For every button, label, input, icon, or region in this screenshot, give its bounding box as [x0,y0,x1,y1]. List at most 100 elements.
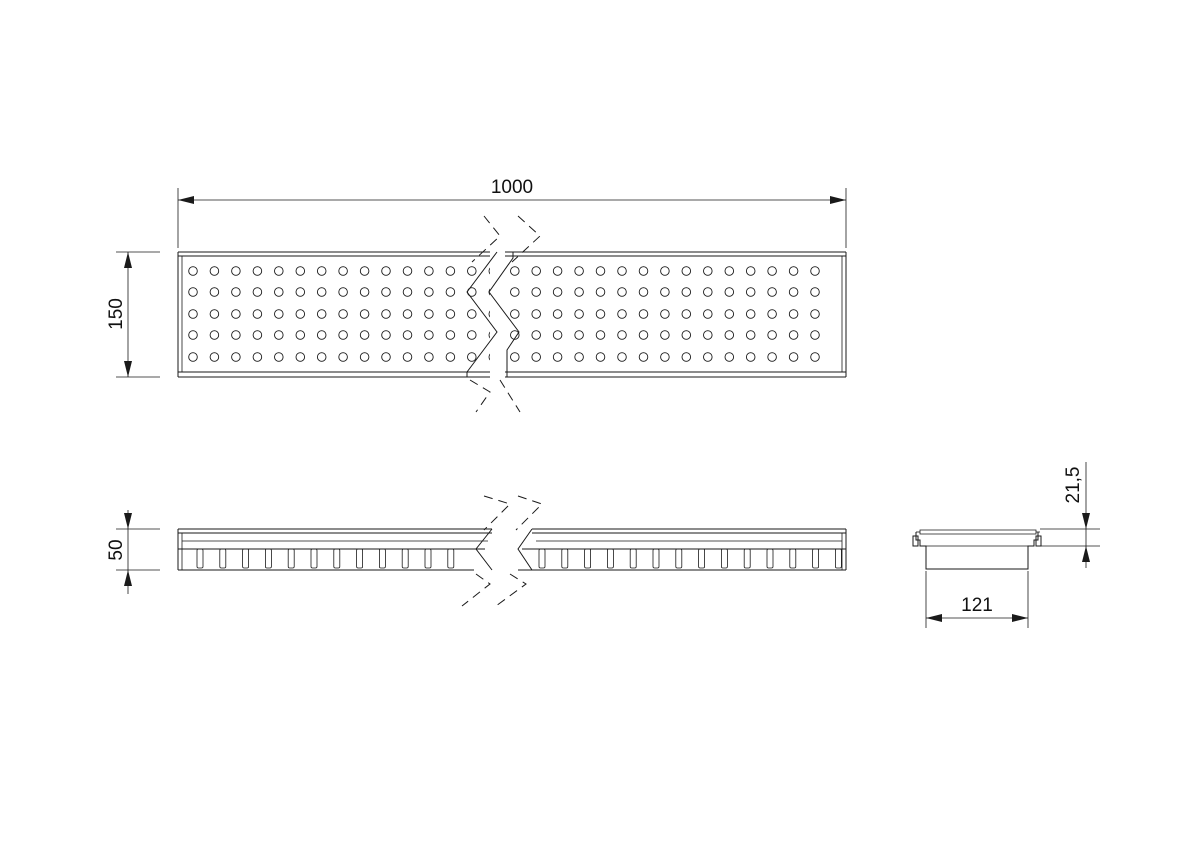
perforation-hole [767,330,777,340]
perforation-hole [510,330,520,340]
perforation-hole [531,352,541,362]
height-dimension: 50 [106,510,160,594]
perforation-hole [252,352,263,362]
perforation-hole [381,352,391,362]
perforation-hole [274,266,284,276]
perforation-hole [359,266,370,276]
break-symbol-top [511,215,541,263]
perforation-hole [595,266,606,276]
perforation-hole [703,309,713,319]
perforation-hole [467,309,477,319]
perforation-hole [703,266,713,276]
perforation-hole [788,266,799,276]
perforation-hole [381,309,391,319]
perforation-hole [402,352,413,362]
drain-slot [287,548,295,569]
section-height-label: 21,5 [1063,467,1084,504]
perforation-hole [681,352,692,362]
perforation-hole [381,330,391,340]
perforation-hole [316,266,327,276]
drain-slot [264,548,272,569]
perforation-hole [531,287,541,297]
perforation-hole [424,352,434,362]
grating-left-part [177,251,490,378]
perforation-hole [745,352,756,362]
perforation-hole [252,266,263,276]
drain-slot [333,548,341,569]
length-label: 1000 [491,177,533,198]
perforation-hole [381,266,391,276]
perforation-hole [660,266,670,276]
perforation-hole [424,309,434,319]
perforation-hole [681,287,692,297]
perforation-hole [595,287,606,297]
perforation-hole [231,330,241,340]
perforation-hole [510,266,520,276]
perforation-hole [445,266,456,276]
perforation-hole [445,309,456,319]
drain-slot [721,548,728,569]
perforation-hole [660,352,670,362]
top-view: 1000 150 [106,177,847,413]
perforation-hole [574,352,584,362]
perforation-hole [617,330,627,340]
perforation-hole [767,287,777,297]
drain-slot [652,548,660,569]
perforation-hole [402,309,413,319]
perforation-hole [188,352,198,362]
perforation-hole [638,330,649,340]
perforation-hole [188,287,198,297]
drain-slot [378,548,386,569]
drain-slot [401,548,409,569]
drain-slot [356,548,364,569]
drain-slot [447,548,455,569]
perforation-hole [381,287,391,297]
perforation-hole [295,309,306,319]
perforation-hole [681,330,692,340]
perforation-hole [552,266,563,276]
drain-slot [424,548,432,569]
drain-slot [538,548,546,569]
perforation-hole [724,287,735,297]
perforation-hole [552,287,563,297]
perforation-hole [617,266,627,276]
perforation-hole [724,330,735,340]
width-dimension: 150 [106,251,160,378]
perforation-hole [810,309,820,319]
perforation-hole [617,352,627,362]
perforation-hole [660,309,670,319]
height-label: 50 [106,539,127,560]
perforation-hole [745,330,756,340]
break-symbol-top [471,215,501,263]
holes-left [188,266,490,362]
perforation-hole [724,352,735,362]
perforation-hole [681,266,692,276]
drain-slot [310,548,318,569]
perforation-hole [359,330,370,340]
perforation-hole [424,330,434,340]
cross-section: 121 21,5 [912,462,1100,628]
perforation-hole [274,309,284,319]
break-symbol-bottom [469,379,491,413]
drain-slot [219,548,227,569]
holes-right [510,266,820,362]
break-symbol-bottom [461,573,491,607]
perforation-hole [252,309,263,319]
drain-slot [698,548,705,569]
perforation-hole [788,352,799,362]
perforation-hole [338,330,348,340]
perforation-hole [660,330,670,340]
perforation-hole [574,266,584,276]
perforation-hole [638,287,649,297]
perforation-hole [209,309,220,319]
perforation-hole [745,266,756,276]
side-left-part [177,528,492,571]
perforation-hole [531,330,541,340]
perforation-hole [209,266,220,276]
perforation-hole [595,352,606,362]
perforation-hole [531,266,541,276]
perforation-hole [274,287,284,297]
drain-slot [196,548,204,569]
perforation-hole [445,330,456,340]
perforation-hole [467,352,477,362]
